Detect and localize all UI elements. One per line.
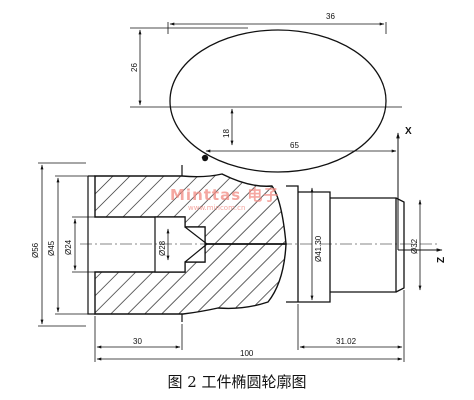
diameter-dimensions: [38, 162, 422, 327]
section-lower: [94, 243, 287, 315]
dim-dia-28: Ø28: [158, 240, 167, 256]
watermark: Minttas 电子 www.mincom.cn: [170, 184, 310, 212]
ellipse-profile: [169, 29, 387, 173]
dim-offset-18: 18: [222, 129, 231, 138]
dim-len-100: 100: [240, 349, 254, 358]
point-p-marker: [201, 154, 209, 162]
watermark-main: Minttas 电子: [170, 186, 280, 204]
axis-z-label: Z: [436, 257, 447, 263]
dim-ellipse-b: 26: [130, 63, 139, 72]
elliptical-workpiece-drawing: 36 26 18 65 P X Z Ø56 Ø45 Ø24 Ø28 Ø41.: [31, 12, 447, 362]
ellipse-dimensions: [130, 22, 402, 153]
dim-dia-41-30: Ø41.30: [314, 235, 323, 262]
dim-offset-65: 65: [290, 141, 299, 150]
axis-x-label: X: [405, 126, 412, 137]
shaft-section: [286, 185, 405, 303]
dim-len-30: 30: [133, 337, 142, 346]
dim-ellipse-a: 36: [326, 12, 335, 21]
figure-caption: 图 2 工件椭圆轮廓图: [167, 373, 307, 391]
point-p-label: P: [198, 158, 203, 165]
dim-dia-45: Ø45: [47, 240, 56, 256]
dim-dia-32: Ø32: [410, 238, 419, 254]
dim-len-31-02: 31.02: [336, 337, 357, 346]
dim-dia-56: Ø56: [31, 242, 40, 258]
watermark-sub: www.mincom.cn: [188, 204, 246, 212]
dim-dia-24: Ø24: [64, 239, 73, 255]
length-dimensions: [94, 290, 405, 362]
